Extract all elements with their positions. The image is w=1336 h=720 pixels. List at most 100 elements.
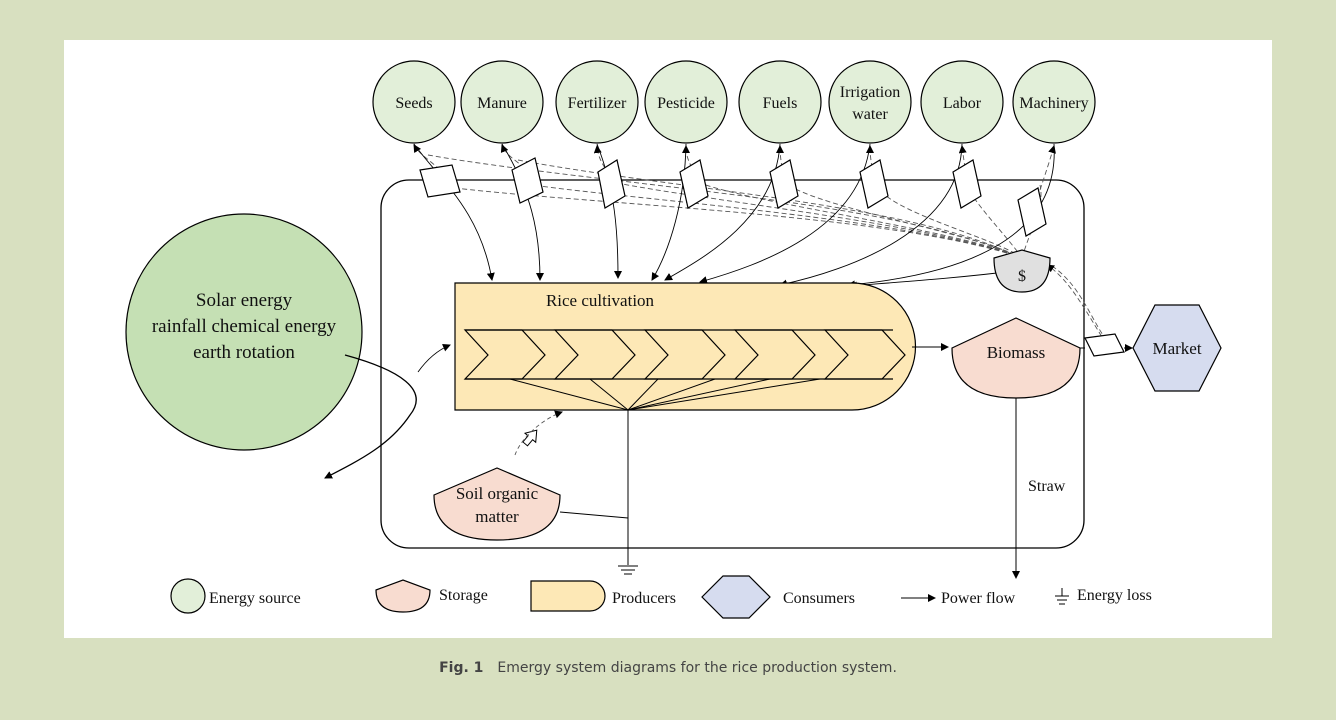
money-flow-line	[879, 189, 1023, 259]
source-pesticide: Pesticide	[644, 60, 728, 144]
money-label: $	[1018, 268, 1026, 285]
input-flow-machinery	[847, 143, 1055, 289]
source-manure: Manure	[460, 60, 544, 144]
money-storage: $	[993, 249, 1051, 293]
input-flows	[413, 143, 1055, 290]
legend-energy-loss-label: Energy loss	[1077, 587, 1152, 604]
source-circle	[828, 60, 912, 144]
legend-energy-source-label: Energy source	[209, 590, 301, 607]
producer-rice-cultivation: Rice cultivation	[454, 282, 917, 565]
money-flow-line	[1044, 261, 1111, 346]
source-fertilizer: Fertilizer	[555, 60, 639, 144]
source-label: Fertilizer	[568, 95, 627, 112]
source-label: Labor	[943, 95, 982, 112]
transaction-symbols	[419, 157, 1125, 357]
soil-feedback-arrow	[522, 429, 538, 447]
transaction-diamond	[769, 159, 799, 209]
loss-line	[509, 378, 629, 411]
legend-energy-source-icon	[170, 578, 206, 614]
caption-text: Emergy system diagrams for the rice prod…	[497, 660, 897, 676]
storage-soil-organic-matter: Soil organic matter	[433, 467, 561, 541]
emergy-diagram: Seeds Manure Fertilizer Pesticide Fuels …	[125, 60, 1222, 619]
money-arrow	[1039, 145, 1056, 191]
legend-power-flow-label: Power flow	[941, 590, 1016, 607]
soil-storage-shape	[433, 467, 561, 541]
loss-line	[627, 378, 821, 411]
input-flow-fertilizer	[596, 143, 622, 279]
money-arrow	[593, 145, 606, 169]
transaction-diamond	[419, 164, 461, 198]
source-seeds: Seeds	[372, 60, 456, 144]
transaction-diamond	[511, 157, 544, 204]
transaction-diamond	[597, 159, 626, 209]
environment-loss-flow	[324, 354, 417, 479]
soil-to-drain-line	[559, 511, 629, 519]
energy-loss-symbol	[618, 565, 638, 575]
legend: Energy source Storage Producers Consumer…	[170, 575, 1152, 619]
system-boundary	[380, 179, 1085, 549]
source-label-line2: water	[852, 106, 888, 123]
legend-consumers-icon	[701, 575, 771, 619]
loss-line	[589, 378, 629, 411]
input-flow-seeds	[413, 143, 495, 281]
environmental-sources: Solar energy rainfall chemical energy ea…	[125, 213, 363, 451]
source-circle	[555, 60, 639, 144]
money-flow-line	[531, 184, 1023, 259]
diagram-panel: Seeds Manure Fertilizer Pesticide Fuels …	[64, 40, 1272, 638]
production-chevrons	[463, 329, 906, 380]
biomass-label: Biomass	[987, 343, 1046, 362]
market-hexagon	[1132, 304, 1222, 392]
source-label: Manure	[477, 95, 527, 112]
source-circle	[738, 60, 822, 144]
source-machinery: Machinery	[1012, 60, 1096, 144]
environment-circle	[125, 213, 363, 451]
source-circle	[644, 60, 728, 144]
environment-to-producer-flow	[417, 344, 451, 373]
money-flow-line	[517, 159, 1021, 259]
money-storage-shape	[993, 249, 1051, 293]
market-transaction-diamond	[1084, 333, 1125, 357]
loss-line	[627, 378, 659, 411]
energy-sources: Seeds Manure Fertilizer Pesticide Fuels …	[372, 60, 1096, 144]
money-flow-line	[1046, 264, 1111, 351]
soil-label-line1: Soil organic	[456, 484, 539, 503]
straw-label: Straw	[1028, 478, 1066, 495]
source-label: Machinery	[1019, 95, 1088, 112]
source-label: Fuels	[763, 95, 798, 112]
legend-producers-icon	[530, 580, 606, 612]
source-circle	[372, 60, 456, 144]
legend-storage-label: Storage	[439, 587, 488, 604]
soil-to-producer-flow	[514, 410, 563, 456]
source-labor: Labor	[920, 60, 1004, 144]
transaction-diamond	[952, 159, 982, 209]
storage-biomass: Biomass	[951, 317, 1081, 399]
environment-line2: rainfall chemical energy	[152, 316, 337, 337]
source-circle	[460, 60, 544, 144]
loss-line	[627, 378, 716, 411]
transaction-diamond	[679, 159, 709, 209]
soil-label-line2: matter	[475, 507, 519, 526]
input-flow-manure	[501, 143, 544, 281]
legend-storage-icon	[375, 579, 431, 613]
source-label: Pesticide	[657, 95, 715, 112]
source-label-line1: Irrigation	[840, 84, 900, 101]
money-flow-line	[427, 154, 1021, 259]
source-label: Seeds	[395, 95, 432, 112]
biomass-shape	[951, 317, 1081, 399]
source-circle	[1012, 60, 1096, 144]
money-flow-line	[454, 187, 1023, 259]
legend-producers-label: Producers	[612, 590, 676, 607]
stage-to-loss-lines	[509, 378, 821, 565]
legend-energy-loss-icon	[1055, 588, 1069, 605]
input-flow-fuels	[664, 143, 781, 281]
loss-line	[627, 378, 771, 411]
source-fuels: Fuels	[738, 60, 822, 144]
money-flow-line	[699, 182, 1023, 259]
input-flow-pesticide	[651, 143, 687, 281]
transaction-diamond	[859, 159, 889, 209]
market-label: Market	[1152, 339, 1201, 358]
transaction-diamond	[1017, 187, 1047, 237]
environment-line3: earth rotation	[193, 342, 295, 363]
consumer-market: Market	[1132, 304, 1222, 392]
